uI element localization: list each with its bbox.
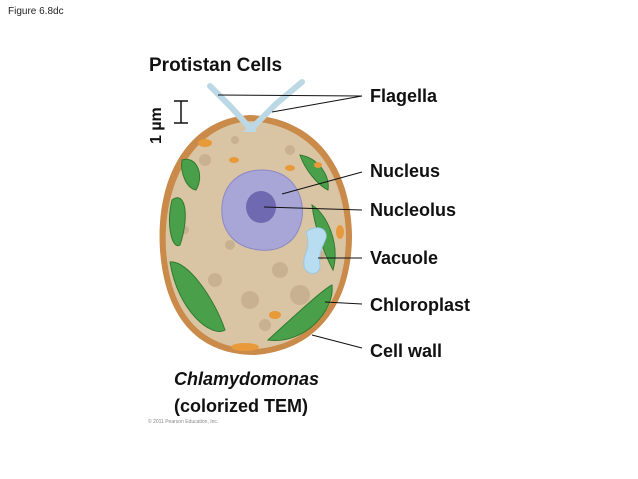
vacuole (303, 227, 327, 274)
chloroplast-top-right (299, 154, 329, 191)
scale-bar (174, 100, 188, 124)
caption-species: Chlamydomonas (174, 369, 320, 389)
chloroplast-bottom-right (266, 284, 333, 341)
flagella-base (243, 122, 257, 132)
chloroplast-left (169, 197, 186, 247)
caption-method: (colorized TEM) (174, 396, 308, 416)
diagram-title: Protistan Cells (149, 55, 283, 76)
flagella-shapes (207, 79, 305, 131)
chloroplast-lower-left (169, 261, 226, 332)
figure-number: Figure 6.8dc (8, 6, 64, 17)
label-chloroplast: Chloroplast (370, 295, 471, 315)
copyright-notice: © 2011 Pearson Education, Inc. (148, 419, 219, 425)
label-flagella: Flagella (370, 86, 438, 106)
label-nucleus: Nucleus (370, 161, 441, 181)
orange-bodies (198, 139, 344, 351)
label-vacuole: Vacuole (370, 248, 439, 268)
label-nucleolus: Nucleolus (370, 200, 457, 220)
leader-lines (217, 94, 363, 349)
nucleolus (246, 191, 276, 223)
label-cell-wall: Cell wall (370, 341, 443, 361)
chloroplast-upper-left (181, 158, 201, 191)
